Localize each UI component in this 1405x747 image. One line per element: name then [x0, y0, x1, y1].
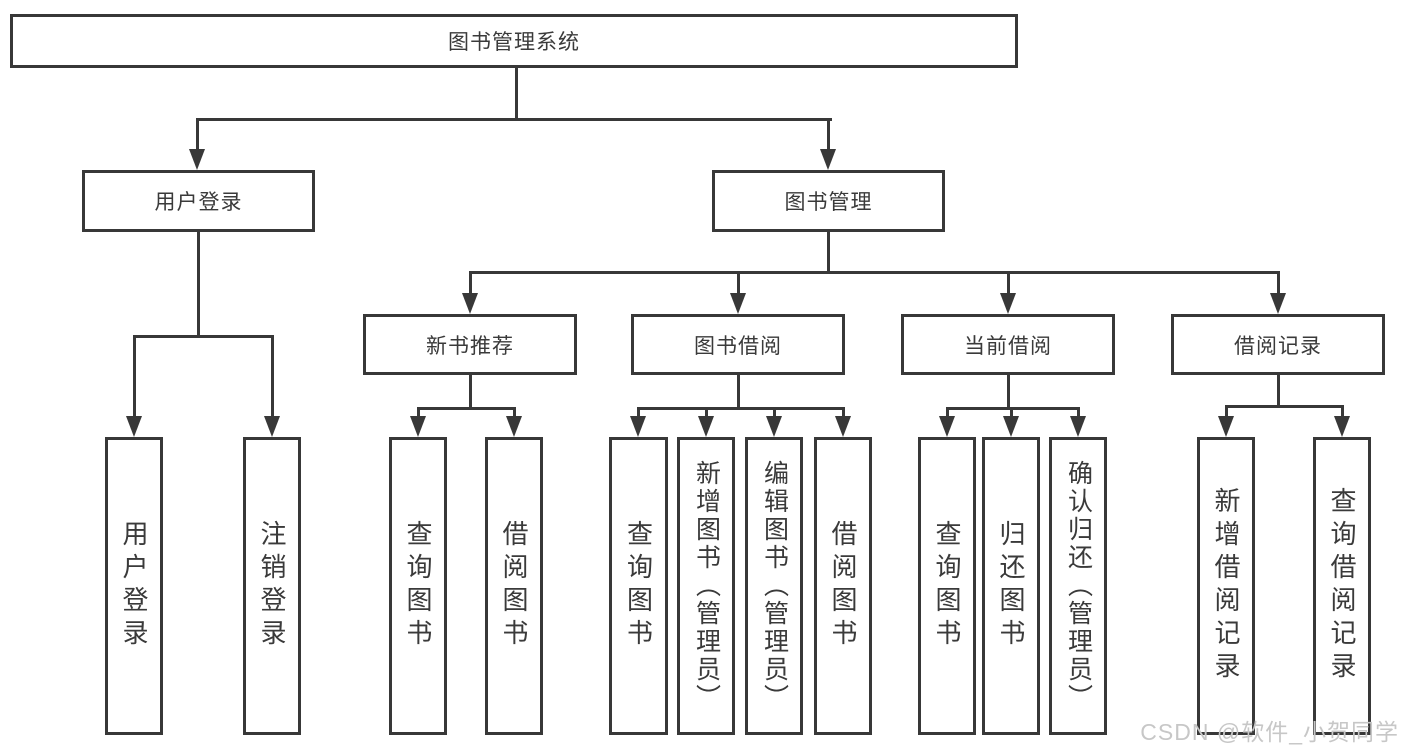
node-current-borrow: 当前借阅 — [901, 314, 1115, 375]
leaf-rb-query-record: 查询借阅记录 — [1313, 437, 1371, 735]
connector-newbooks-bar — [417, 407, 516, 410]
arrow-to-logout-leaf — [264, 416, 280, 437]
connector-bb-leaf3-stem — [773, 407, 776, 421]
leaf-user-login: 用户登录 — [105, 437, 163, 735]
leaf-bb-borrow-books-label: 借阅图书 — [828, 520, 858, 652]
connector-rb-leaf1-stem — [1225, 405, 1228, 421]
connector-borrow-bar — [637, 407, 845, 410]
leaf-cb-confirm-return-admin: 确认归还（管理员） — [1049, 437, 1107, 735]
csdn-watermark: CSDN @软件_小贺同学 — [1140, 719, 1399, 745]
connector-borrow-down — [737, 375, 740, 409]
leaf-rb-query-record-label: 查询借阅记录 — [1327, 487, 1357, 685]
arrow-cb-leaf1 — [939, 416, 955, 437]
arrow-to-login-leaf — [126, 416, 142, 437]
node-book-borrow-label: 图书借阅 — [694, 334, 782, 358]
connector-cb-leaf2-stem — [1010, 407, 1013, 421]
arrow-to-bookmgmt — [820, 149, 836, 170]
connector-level3-bar — [469, 271, 1280, 274]
leaf-cb-confirm-return-admin-label: 确认归还（管理员） — [1064, 460, 1093, 712]
node-root: 图书管理系统 — [10, 14, 1018, 68]
leaf-nb-query-books-label: 查询图书 — [403, 520, 433, 652]
arrow-bb-leaf1 — [630, 416, 646, 437]
connector-bookmgmt-stem — [827, 118, 830, 154]
node-current-borrow-label: 当前借阅 — [964, 334, 1052, 358]
leaf-bb-edit-books-admin: 编辑图书（管理员） — [745, 437, 803, 735]
connector-newbooks-down — [469, 375, 472, 409]
leaf-logout-label: 注销登录 — [257, 520, 287, 652]
arrow-to-userlogin — [189, 149, 205, 170]
leaf-rb-add-record: 新增借阅记录 — [1197, 437, 1255, 735]
arrow-rb-leaf2 — [1334, 416, 1350, 437]
node-borrow-records-label: 借阅记录 — [1234, 334, 1322, 358]
connector-current-down — [1007, 375, 1010, 409]
connector-bb-leaf1-stem — [637, 407, 640, 421]
node-user-login: 用户登录 — [82, 170, 315, 232]
connector-userlogin-leaf1-stem — [133, 335, 136, 420]
arrow-bb-leaf2 — [698, 416, 714, 437]
arrow-to-current — [1000, 293, 1016, 314]
connector-records-stem — [1277, 271, 1280, 297]
connector-records-down — [1277, 375, 1280, 407]
connector-borrow-stem — [737, 271, 740, 297]
node-new-book-recommend: 新书推荐 — [363, 314, 577, 375]
connector-userlogin-bar — [133, 335, 274, 338]
leaf-cb-return-books: 归还图书 — [982, 437, 1040, 735]
leaf-nb-borrow-books: 借阅图书 — [485, 437, 543, 735]
connector-current-bar — [946, 407, 1080, 410]
connector-cb-leaf1-stem — [946, 407, 949, 421]
node-book-management: 图书管理 — [712, 170, 945, 232]
connector-nb-leaf1-stem — [417, 407, 420, 421]
connector-userlogin-down — [197, 232, 200, 335]
connector-current-stem — [1007, 271, 1010, 297]
connector-root-stem — [515, 68, 518, 118]
node-user-login-label: 用户登录 — [154, 191, 243, 214]
leaf-bb-edit-books-admin-label: 编辑图书（管理员） — [760, 460, 789, 712]
leaf-cb-query-books-label: 查询图书 — [932, 520, 962, 652]
connector-rb-leaf2-stem — [1341, 405, 1344, 421]
connector-records-bar — [1225, 405, 1344, 408]
node-root-label: 图书管理系统 — [448, 31, 580, 54]
arrow-cb-leaf2 — [1003, 416, 1019, 437]
arrow-cb-leaf3 — [1070, 416, 1086, 437]
leaf-rb-add-record-label: 新增借阅记录 — [1211, 487, 1241, 685]
leaf-logout: 注销登录 — [243, 437, 301, 735]
node-book-borrow: 图书借阅 — [631, 314, 845, 375]
leaf-bb-query-books-label: 查询图书 — [623, 520, 654, 652]
connector-newbooks-stem — [469, 271, 472, 297]
arrow-bb-leaf3 — [766, 416, 782, 437]
arrow-to-borrow — [730, 293, 746, 314]
node-borrow-records: 借阅记录 — [1171, 314, 1385, 375]
connector-bookmgmt-down — [827, 232, 830, 273]
leaf-cb-query-books: 查询图书 — [918, 437, 976, 735]
connector-nb-leaf2-stem — [513, 407, 516, 421]
leaf-bb-borrow-books: 借阅图书 — [814, 437, 872, 735]
leaf-bb-add-books-admin-label: 新增图书（管理员） — [692, 460, 721, 712]
connector-bb-leaf4-stem — [842, 407, 845, 421]
arrow-nb-leaf1 — [410, 416, 426, 437]
leaf-nb-query-books: 查询图书 — [389, 437, 447, 735]
connector-userlogin-stem — [196, 118, 199, 154]
arrow-nb-leaf2 — [506, 416, 522, 437]
leaf-cb-return-books-label: 归还图书 — [996, 520, 1026, 652]
node-new-book-recommend-label: 新书推荐 — [426, 334, 514, 358]
leaf-user-login-label: 用户登录 — [119, 520, 149, 652]
connector-level1-bar — [196, 118, 832, 121]
connector-bb-leaf2-stem — [705, 407, 708, 421]
arrow-to-newbooks — [462, 293, 478, 314]
leaf-bb-query-books: 查询图书 — [609, 437, 668, 735]
leaf-bb-add-books-admin: 新增图书（管理员） — [677, 437, 735, 735]
leaf-nb-borrow-books-label: 借阅图书 — [499, 520, 529, 652]
node-book-management-label: 图书管理 — [784, 191, 873, 214]
arrow-rb-leaf1 — [1218, 416, 1234, 437]
arrow-to-records — [1270, 293, 1286, 314]
connector-cb-leaf3-stem — [1077, 407, 1080, 421]
connector-userlogin-leaf2-stem — [271, 335, 274, 420]
arrow-bb-leaf4 — [835, 416, 851, 437]
